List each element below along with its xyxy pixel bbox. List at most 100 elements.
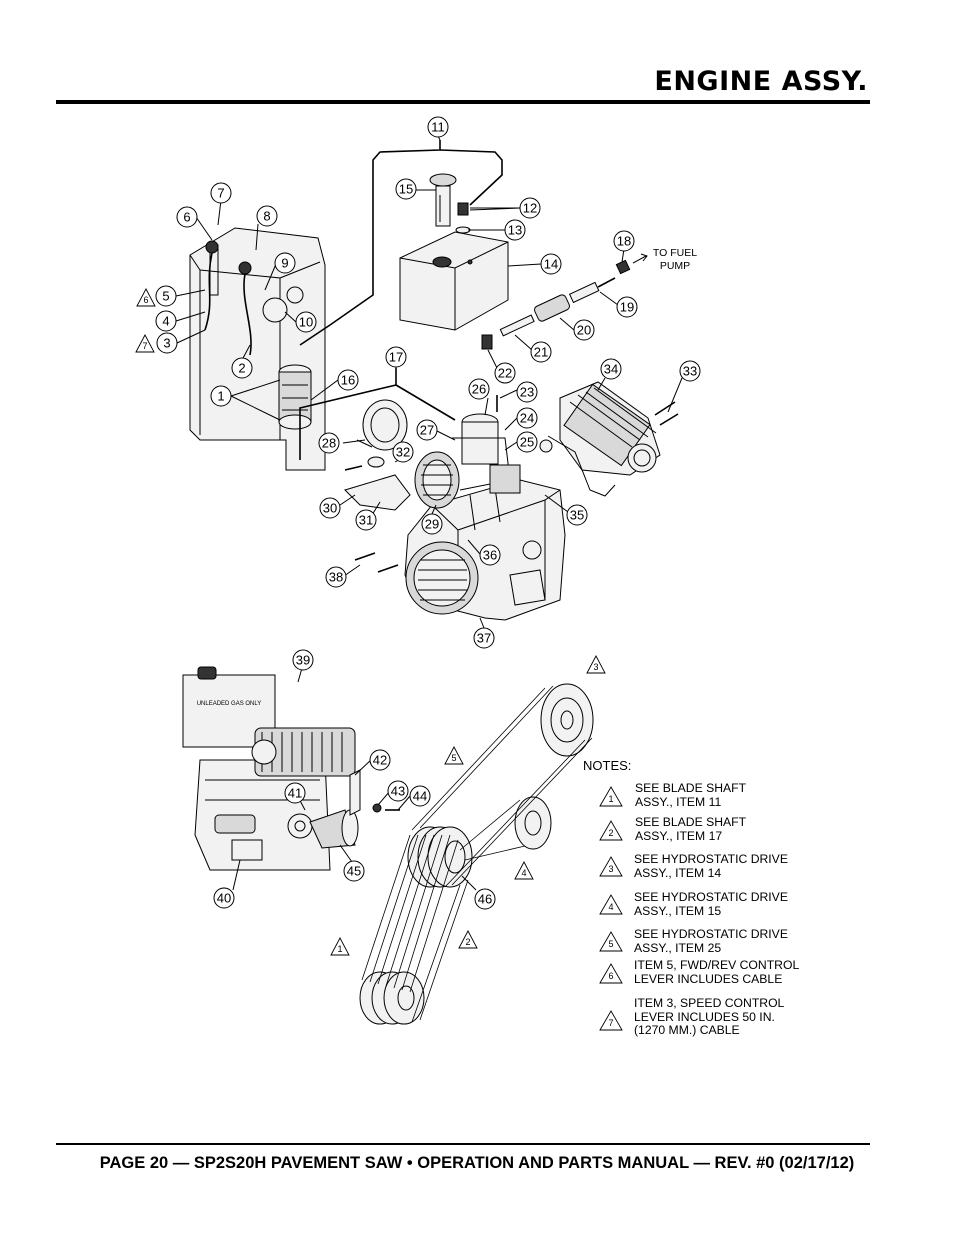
washer-13 — [455, 226, 471, 234]
note-2-line2: ASSY., ITEM 17 — [635, 828, 723, 843]
callout-13: 13 — [504, 219, 526, 241]
callout-5: 5 — [155, 285, 177, 307]
fuel-line-17 — [299, 368, 397, 460]
svg-text:6: 6 — [143, 295, 148, 305]
diagram-triangle-5: 5 — [444, 746, 464, 765]
note-2: SEE BLADE SHAFT ASSY., ITEM 17 — [635, 815, 746, 843]
callout-15: 15 — [395, 178, 417, 200]
svg-text:43: 43 — [391, 784, 405, 799]
svg-text:6: 6 — [608, 971, 613, 981]
svg-text:13: 13 — [508, 223, 522, 238]
svg-text:46: 46 — [478, 892, 492, 907]
callout-44: 44 — [409, 785, 431, 807]
svg-text:39: 39 — [296, 653, 310, 668]
svg-text:1: 1 — [337, 944, 342, 954]
fuel-filter-line — [481, 253, 648, 350]
svg-text:34: 34 — [604, 362, 618, 377]
leader-lines — [175, 135, 683, 891]
svg-text:41: 41 — [288, 786, 302, 801]
callout-27: 27 — [416, 419, 438, 441]
svg-text:2: 2 — [608, 828, 613, 838]
callout-35: 35 — [566, 504, 588, 526]
note-7-line1: ITEM 3, SPEED CONTROL — [634, 996, 785, 1010]
svg-text:20: 20 — [577, 323, 591, 338]
svg-text:26: 26 — [472, 382, 486, 397]
svg-text:19: 19 — [620, 300, 634, 315]
footer-rule — [56, 1143, 870, 1145]
callout-39: 39 — [292, 649, 314, 671]
callout-9: 9 — [274, 252, 296, 274]
note-6-line2: LEVER INCLUDES CABLE — [634, 971, 783, 986]
callout-43: 43 — [387, 780, 409, 802]
callout-14: 14 — [540, 253, 562, 275]
note-4: SEE HYDROSTATIC DRIVE ASSY., ITEM 15 — [634, 890, 788, 918]
callout-34: 34 — [600, 358, 622, 380]
callout-42: 42 — [369, 749, 391, 771]
fuel-cap-15 — [429, 173, 457, 227]
bolts-33 — [654, 401, 679, 426]
diagram-triangle-1: 1 — [330, 937, 350, 956]
note-triangle-3: 3 — [599, 856, 623, 877]
callout-30: 30 — [319, 497, 341, 519]
note-triangle-7: 7 — [599, 1010, 623, 1031]
svg-text:7: 7 — [608, 1018, 613, 1028]
svg-text:1: 1 — [217, 389, 224, 404]
svg-text:5: 5 — [162, 289, 169, 304]
callout-19: 19 — [616, 296, 638, 318]
callout-6: 6 — [176, 206, 198, 228]
svg-text:40: 40 — [217, 891, 231, 906]
note-7-line2: LEVER INCLUDES 50 IN. — [634, 1009, 775, 1024]
svg-text:22: 22 — [498, 366, 512, 381]
svg-text:23: 23 — [520, 385, 534, 400]
callout-2: 2 — [231, 357, 253, 379]
page-footer: PAGE 20 — SP2S20H PAVEMENT SAW • OPERATI… — [99, 1154, 855, 1172]
svg-text:1: 1 — [608, 794, 613, 804]
callout-4: 4 — [155, 310, 177, 332]
svg-text:31: 31 — [359, 513, 373, 528]
callout-28: 28 — [318, 432, 340, 454]
callout-32: 32 — [392, 441, 414, 463]
svg-text:7: 7 — [142, 341, 147, 351]
svg-text:28: 28 — [322, 436, 336, 451]
note-4-line2: ASSY., ITEM 15 — [634, 903, 722, 918]
to-fuel-pump-label: TO FUEL PUMP — [644, 247, 706, 272]
note-7-line3: (1270 MM.) CABLE — [634, 1023, 740, 1037]
svg-text:3: 3 — [163, 336, 170, 351]
svg-text:4: 4 — [608, 902, 613, 912]
note-1-line1: SEE BLADE SHAFT — [635, 781, 747, 795]
diagram-triangle-7: 7 — [135, 334, 155, 353]
callout-20: 20 — [573, 319, 595, 341]
svg-text:5: 5 — [451, 753, 456, 763]
note-6-line1: ITEM 5, FWD/REV CONTROL — [634, 958, 800, 972]
callout-21: 21 — [530, 341, 552, 363]
fuel-line-17b — [395, 384, 456, 421]
svg-text:17: 17 — [389, 350, 403, 365]
bolts-38 — [354, 552, 399, 573]
note-6: ITEM 5, FWD/REV CONTROL LEVER INCLUDES C… — [634, 958, 800, 986]
page-title: ENGINE ASSY. — [654, 66, 868, 97]
svg-text:44: 44 — [413, 789, 427, 804]
callout-12: 12 — [519, 197, 541, 219]
svg-text:21: 21 — [534, 345, 548, 360]
svg-text:25: 25 — [520, 435, 534, 450]
svg-text:3: 3 — [593, 662, 598, 672]
pulley-engine-46 — [407, 826, 473, 888]
fitting-12 — [457, 202, 469, 216]
svg-text:8: 8 — [263, 209, 270, 224]
drive-belts — [361, 685, 593, 1023]
svg-text:10: 10 — [299, 315, 313, 330]
callout-7: 7 — [210, 182, 232, 204]
callout-36: 36 — [479, 544, 501, 566]
svg-text:32: 32 — [396, 445, 410, 460]
svg-text:35: 35 — [570, 508, 584, 523]
svg-text:5: 5 — [608, 939, 613, 949]
callout-31: 31 — [355, 509, 377, 531]
svg-text:14: 14 — [544, 257, 558, 272]
diagram-triangle-4: 4 — [514, 861, 534, 880]
note-triangle-4: 4 — [599, 894, 623, 915]
fuel-line-11b — [439, 149, 503, 206]
svg-text:16: 16 — [341, 373, 355, 388]
note-triangle-5: 5 — [599, 931, 623, 952]
to-fuel-pump-line2: PUMP — [659, 259, 691, 272]
svg-text:2: 2 — [238, 361, 245, 376]
